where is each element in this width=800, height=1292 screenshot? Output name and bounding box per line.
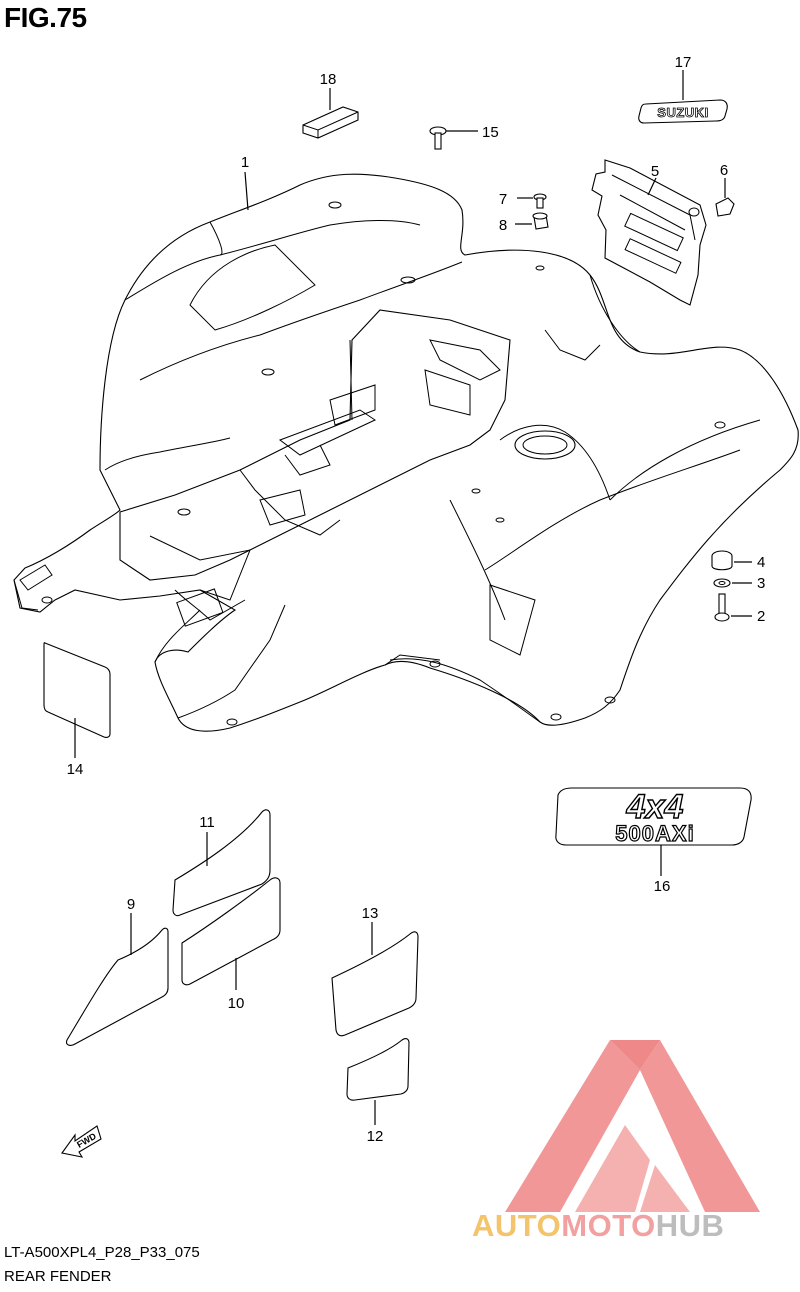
callout-6: 6 <box>720 162 728 179</box>
callout-17: 17 <box>675 54 692 71</box>
part-13-decal <box>331 922 419 1037</box>
callout-3: 3 <box>757 575 765 592</box>
part-3-washer <box>713 578 752 588</box>
callout-2: 2 <box>757 608 765 625</box>
part-8-nut <box>515 212 549 230</box>
callout-16: 16 <box>654 878 671 895</box>
part-18-foam-block <box>302 88 359 139</box>
callout-4: 4 <box>757 554 765 571</box>
part-4-grommet <box>711 550 752 571</box>
model-emblem-bottom-text: 500AXi <box>615 821 694 846</box>
callout-7: 7 <box>499 191 507 208</box>
figure-title: FIG.75 <box>4 2 87 33</box>
callout-13: 13 <box>362 905 379 922</box>
callout-1: 1 <box>241 154 249 171</box>
callout-14: 14 <box>67 761 84 778</box>
callout-numbers: 1 2 3 4 5 6 7 8 9 10 11 12 13 14 15 16 1… <box>67 54 766 1145</box>
callout-18: 18 <box>320 71 337 88</box>
model-emblem-top-text: 4x4 <box>626 788 684 826</box>
callout-11: 11 <box>199 814 215 831</box>
callout-10: 10 <box>228 995 245 1012</box>
part-5-bracket <box>591 159 707 306</box>
watermark-text: AUTOMOTOHUB <box>472 1208 724 1244</box>
section-name: REAR FENDER <box>4 1268 112 1285</box>
callout-5: 5 <box>651 163 659 180</box>
part-17-suzuki-emblem: SUZUKI <box>638 70 728 124</box>
watermark-auto: AUTO <box>472 1208 562 1243</box>
callout-9: 9 <box>127 896 135 913</box>
watermark-hub: HUB <box>655 1208 725 1243</box>
part-2-bolt <box>714 593 752 622</box>
part-16-model-emblem: 4x4 500AXi <box>555 787 752 876</box>
rear-fender-body <box>13 173 799 732</box>
watermark-moto: MOTO <box>561 1208 656 1243</box>
part-14-label <box>43 642 111 758</box>
callout-8: 8 <box>499 217 507 234</box>
part-7-screw <box>517 193 547 209</box>
forward-direction-arrow: FWD <box>61 1125 102 1158</box>
callout-12: 12 <box>367 1128 384 1145</box>
part-12-decal <box>346 1038 410 1125</box>
part-15-screw <box>429 126 478 150</box>
part-6-clip <box>715 178 735 217</box>
part-10-decal <box>181 877 281 990</box>
callout-15: 15 <box>482 124 499 141</box>
watermark-logo <box>505 1040 760 1212</box>
drawing-code: LT-A500XPL4_P28_P33_075 <box>4 1244 200 1261</box>
part-11-decal <box>172 809 271 917</box>
part-9-decal <box>66 913 169 1046</box>
suzuki-emblem-text: SUZUKI <box>657 105 708 120</box>
